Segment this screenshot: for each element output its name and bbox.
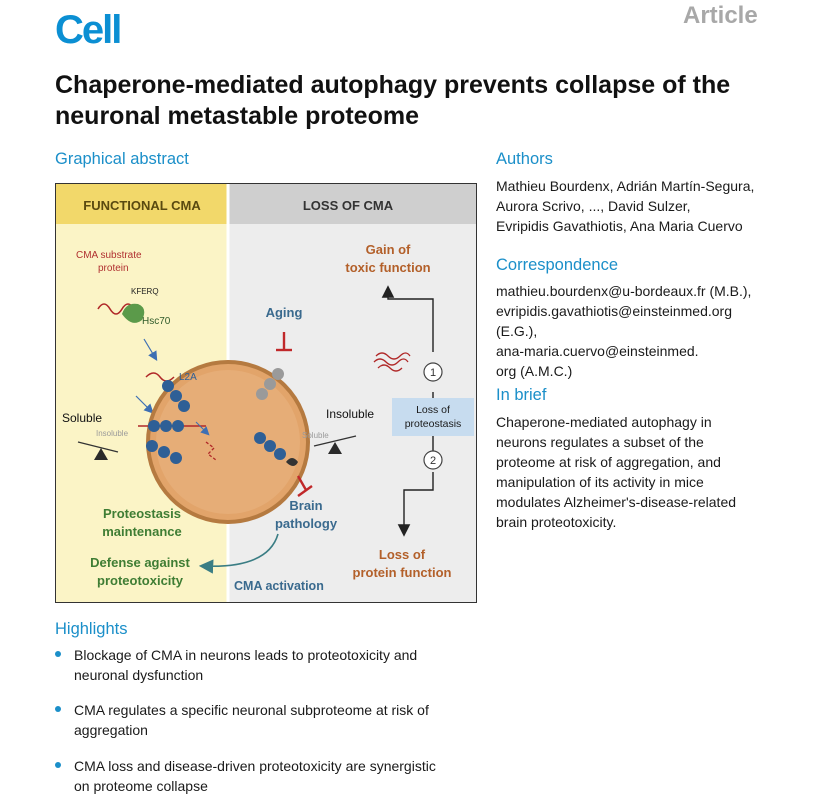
step-2-number: 2 (430, 455, 436, 467)
correspondence-line[interactable]: mathieu.bourdenx@u-bordeaux.fr (M.B.), (496, 283, 752, 299)
correspondence-line[interactable]: evripidis.gavathiotis@einsteinmed.org (496, 303, 732, 319)
loss-function-label-2: protein function (353, 565, 452, 580)
soluble-label-right: Soluble (302, 431, 329, 440)
l2a-complex-low (146, 440, 182, 464)
loss-function-label-1: Loss of (379, 547, 426, 562)
loss-proteostasis-box (392, 398, 474, 436)
in-brief-text: Chaperone-mediated autophagy in neurons … (496, 412, 736, 532)
l2a-complex-mid (138, 420, 206, 432)
brain-pathology-label-1: Brain (289, 498, 322, 513)
l2a-complex-right-low (254, 432, 286, 460)
highlight-line: aggregation (74, 722, 148, 738)
proteostasis-maintenance-1: Proteostasis (103, 506, 181, 521)
highlight-line: Blockage of CMA in neurons leads to prot… (74, 647, 418, 663)
defense-proteotoxicity-1: Defense against (90, 555, 190, 570)
l2a-label: L2A (179, 372, 197, 383)
insoluble-label-right: Insoluble (326, 407, 374, 421)
brain-pathology-inhibitor-symbol (296, 475, 313, 497)
hsc70-chaperone-shape (122, 303, 145, 323)
authors-line: Aurora Scrivo, ..., David Sulzer, (496, 198, 691, 214)
step-1-circle (423, 362, 443, 382)
kferq-label: KFERQ (131, 287, 159, 296)
in-brief-line: modulates Alzheimer's-disease-related (496, 494, 737, 510)
aging-inhibitor-symbol (276, 332, 292, 352)
arrow-to-lysosome-1 (143, 338, 158, 362)
cma-activation-label: CMA activation (234, 579, 324, 593)
in-brief-line: neurons regulates a subset of the (496, 434, 704, 450)
cma-activation-arrow (198, 533, 279, 574)
insoluble-label-left: Insoluble (96, 429, 129, 438)
cma-substrate-label-2: protein (98, 263, 129, 274)
degraded-substrate (205, 441, 217, 461)
authors-heading: Authors (496, 150, 553, 168)
correspondence-line: (E.G.), (496, 323, 538, 339)
journal-logo: Cell (55, 8, 122, 52)
l2a-complex-top (145, 372, 190, 412)
lysosome-inner (156, 370, 300, 514)
highlight-item: Blockage of CMA in neurons leads to prot… (55, 645, 485, 685)
in-brief-line: brain proteotoxicity. (496, 514, 617, 530)
in-brief-heading: In brief (496, 386, 547, 404)
authors-list: Mathieu Bourdenx, Adrián Martín-Segura, … (496, 176, 754, 236)
loss-proteostasis-label-1: Loss of (416, 404, 450, 416)
soluble-label-left: Soluble (62, 411, 102, 425)
highlight-line: CMA loss and disease-driven proteotoxici… (74, 758, 436, 774)
bullet-icon (55, 651, 61, 658)
brain-pathology-label-2: pathology (275, 516, 338, 531)
aggregate-protein-icon (373, 352, 411, 372)
loss-header-bar (228, 184, 476, 224)
in-brief-line: manipulation of its activity in mice (496, 474, 704, 490)
highlight-line: CMA regulates a specific neuronal subpro… (74, 702, 429, 718)
l2a-complex-right-top (256, 368, 284, 400)
balance-scale-right (313, 435, 357, 454)
graphical-abstract-heading: Graphical abstract (55, 150, 189, 168)
aging-label: Aging (266, 305, 303, 320)
correspondence-line[interactable]: ana-maria.cuervo@einsteinmed. (496, 343, 699, 359)
defense-proteotoxicity-2: proteotoxicity (97, 573, 184, 588)
balance-scale-left (77, 441, 119, 460)
highlights-heading: Highlights (55, 620, 128, 638)
bullet-icon (55, 706, 61, 713)
arrow-inside-lysosome (195, 421, 210, 436)
gain-function-label-1: Gain of (366, 242, 411, 257)
substrate-protein-squiggle (97, 303, 135, 315)
authors-line: Mathieu Bourdenx, Adrián Martín-Segura, (496, 178, 755, 194)
article-type-label: Article (683, 2, 758, 29)
loss-cma-header: LOSS OF CMA (303, 198, 394, 213)
proteostasis-maintenance-2: maintenance (102, 524, 181, 539)
highlight-item: CMA regulates a specific neuronal subpro… (55, 700, 485, 740)
in-brief-line: proteome at risk of aggregation, and (496, 454, 721, 470)
loss-proteostasis-label-2: proteostasis (405, 418, 462, 430)
arrow-to-lysosome-2 (135, 395, 154, 414)
in-brief-line: Chaperone-mediated autophagy in (496, 414, 712, 430)
correspondence-text: mathieu.bourdenx@u-bordeaux.fr (M.B.), e… (496, 281, 751, 381)
blocked-hsc70 (286, 458, 298, 466)
bullet-icon (55, 762, 61, 769)
highlight-item: CMA loss and disease-driven proteotoxici… (55, 756, 485, 796)
hsc70-label: Hsc70 (142, 316, 171, 327)
functional-cma-header: FUNCTIONAL CMA (83, 198, 201, 213)
highlight-line: on proteome collapse (74, 778, 208, 794)
authors-line: Evripidis Gavathiotis, Ana Maria Cuervo (496, 218, 743, 234)
paper-title: Chaperone-mediated autophagy prevents co… (55, 71, 731, 130)
correspondence-heading: Correspondence (496, 256, 618, 274)
functional-header-bar (56, 184, 228, 224)
graphical-abstract-figure: FUNCTIONAL CMA LOSS OF CMA CMA substrate… (55, 183, 477, 603)
step-2-circle (423, 450, 443, 470)
correspondence-line: org (A.M.C.) (496, 363, 573, 379)
highlight-line: neuronal dysfunction (74, 667, 204, 683)
gain-function-label-2: toxic function (345, 260, 430, 275)
cma-substrate-label: CMA substrate (76, 250, 142, 261)
step-1-number: 1 (430, 367, 436, 379)
